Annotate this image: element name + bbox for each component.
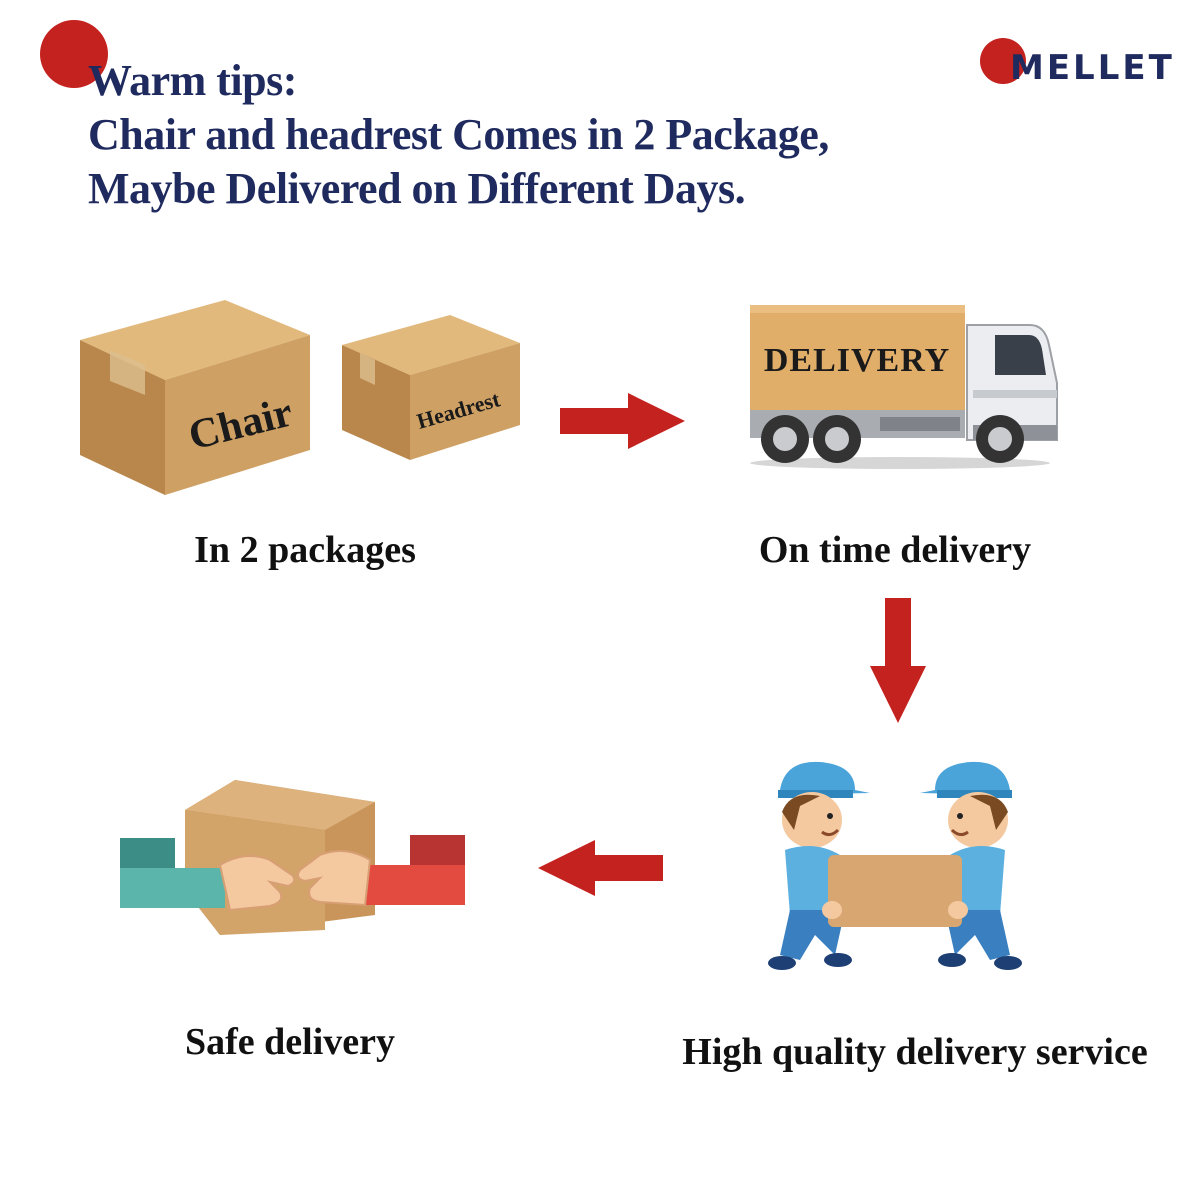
headline-line-3: Maybe Delivered on Different Days. — [88, 164, 746, 213]
headline-line-1: Warm tips: — [88, 56, 297, 105]
caption-high-quality-service: High quality delivery service — [682, 1031, 1148, 1073]
brand-logo: MELLET — [980, 38, 1180, 88]
logo-dot — [980, 38, 1026, 84]
caption-safe-delivery: Safe delivery — [184, 1021, 395, 1063]
warm-tips-headline: Warm tips: Chair and headrest Comes in 2… — [88, 54, 829, 216]
arrow-left-icon — [538, 840, 663, 896]
caption-on-time-delivery: On time delivery — [758, 529, 1032, 571]
delivery-truck-icon: DELIVERY — [750, 305, 1058, 469]
cardboard-box-icon: Chair Headrest — [80, 300, 520, 495]
logo-wordmark: MELLET — [1010, 48, 1175, 88]
arrow-right-icon — [560, 393, 685, 449]
delivery-workers-icon — [768, 761, 1022, 970]
handover-package-icon — [120, 780, 465, 935]
headline-line-2: Chair and headrest Comes in 2 Package, — [88, 110, 829, 159]
caption-in-2-packages: In 2 packages — [194, 529, 416, 571]
truck-label: DELIVERY — [764, 342, 950, 379]
decorative-red-dot — [40, 20, 108, 88]
arrow-down-icon — [870, 598, 926, 723]
